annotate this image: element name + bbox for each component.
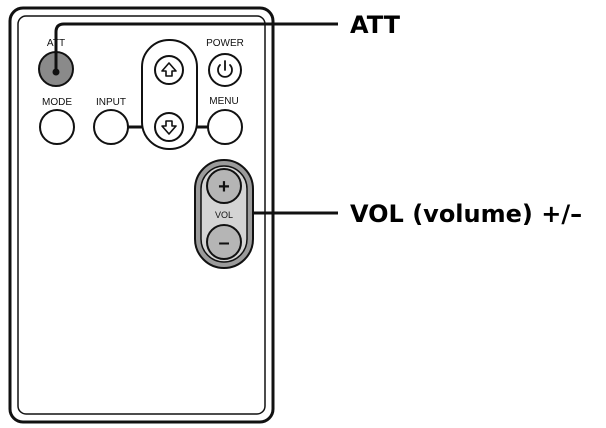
remote-body-outer — [8, 6, 275, 424]
vol-minus-icon: – — [218, 232, 229, 254]
mode-button[interactable] — [39, 109, 75, 145]
att-callout-dot — [52, 68, 60, 76]
remote-body-inner — [17, 15, 266, 415]
att-callout-line — [54, 22, 338, 72]
att-callout-label: ATT — [350, 11, 401, 39]
vol-label: VOL — [215, 210, 233, 220]
power-icon — [217, 60, 233, 78]
vol-plus-button[interactable] — [206, 168, 242, 204]
input-button-label: INPUT — [96, 97, 126, 108]
vol-minus-button[interactable] — [206, 224, 242, 260]
menu-button-label: MENU — [209, 96, 238, 107]
up-arrow-icon — [161, 62, 177, 77]
vol-plus-icon: + — [218, 176, 230, 198]
down-arrow-icon — [161, 120, 177, 135]
vol-callout-label: VOL (volume) +/– — [350, 200, 582, 228]
menu-button[interactable] — [207, 109, 243, 145]
power-button-label: POWER — [206, 38, 244, 49]
input-button[interactable] — [93, 109, 129, 145]
mode-button-label: MODE — [42, 97, 72, 108]
